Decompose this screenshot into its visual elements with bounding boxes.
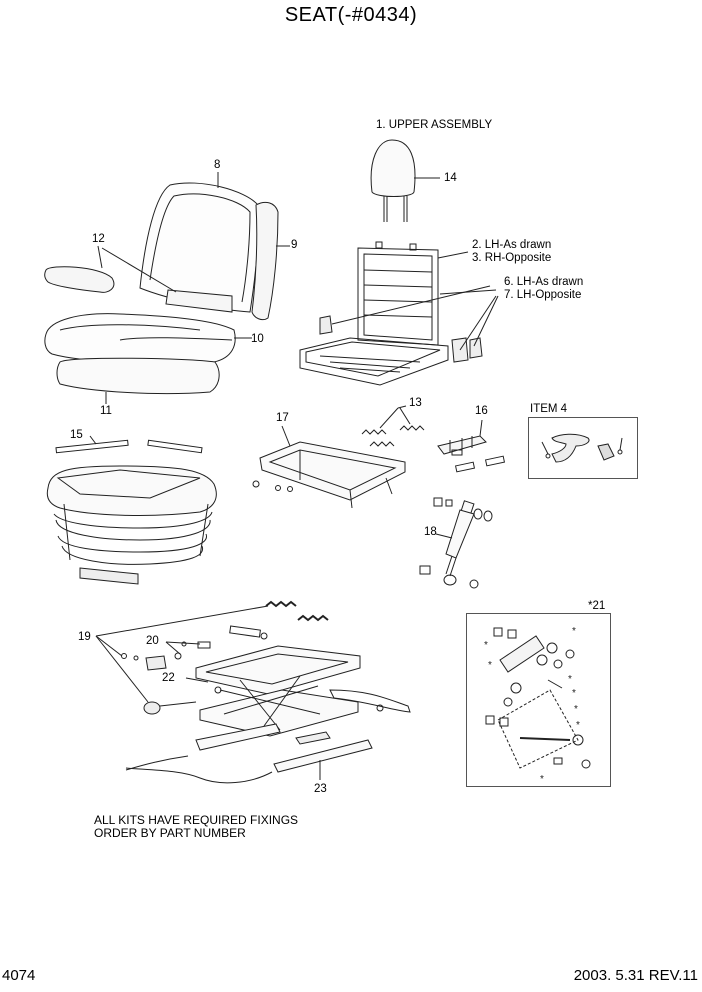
label-8: 8 [214,159,221,171]
springs-and-bolts-19 [96,602,328,714]
label-17: 17 [276,412,289,424]
svg-text:*: * [574,704,578,715]
page-title: SEAT(-#0434) [284,4,418,26]
armrest-part-12 [45,246,232,312]
label-3: 3. RH-Opposite [472,252,552,264]
scissor-lift-part-22 [186,646,410,736]
label-9: 9 [291,239,298,251]
svg-text:*: * [484,640,488,651]
slide-rail-part-17 [253,426,405,508]
upper-frame-part-1 [300,242,498,385]
svg-text:*: * [576,720,580,731]
seat-cushion-part-10 [45,314,252,364]
revision-date: 2003. 5.31 REV.11 [573,967,698,984]
label-2: 2. LH-As drawn [472,239,552,251]
label-13: 13 [409,397,422,409]
note-order: ORDER BY PART NUMBER [94,826,246,840]
label-21: *21 [588,600,606,612]
label-23: 23 [314,783,327,795]
seat-base-part-11 [57,358,219,404]
label-item-4: ITEM 4 [530,403,568,415]
svg-text:*: * [568,674,572,685]
backrest-cover-part-9 [252,202,290,319]
page-number: 4074 [2,967,36,984]
label-15: 15 [70,429,83,441]
detail-kit-21 [486,628,590,768]
backrest-part-8 [140,172,258,312]
label-22: 22 [162,672,175,684]
svg-text:*: * [572,688,576,699]
brackets-part-20 [146,642,210,670]
item-4-box [528,417,638,479]
svg-text:*: * [572,626,576,637]
label-11: 11 [100,405,112,417]
note-fixings: ALL KITS HAVE REQUIRED FIXINGS [94,813,299,827]
label-6: 6. LH-As drawn [504,276,584,288]
suspension-bellows-part-15 [47,436,216,584]
label-20: 20 [146,635,159,647]
svg-text:*: * [540,774,544,785]
headrest-part-14 [371,140,440,222]
label-upper-assembly: 1. UPPER ASSEMBLY [376,119,493,131]
label-18: 18 [424,526,437,538]
svg-text:*: * [488,660,492,671]
lever-parts-16 [438,420,504,472]
kit-star-markers: *** *** ** [484,626,580,785]
gas-strut-part-18 [420,498,492,588]
label-12: 12 [92,233,105,245]
seatbelt-item-4 [542,434,622,462]
item-21-box [466,613,611,787]
base-rail-part-23 [126,724,372,783]
label-19: 19 [78,631,91,643]
label-16: 16 [475,405,488,417]
label-10: 10 [251,333,264,345]
label-7: 7. LH-Opposite [504,289,582,301]
label-14: 14 [444,172,457,184]
springs-part-13 [362,406,424,446]
